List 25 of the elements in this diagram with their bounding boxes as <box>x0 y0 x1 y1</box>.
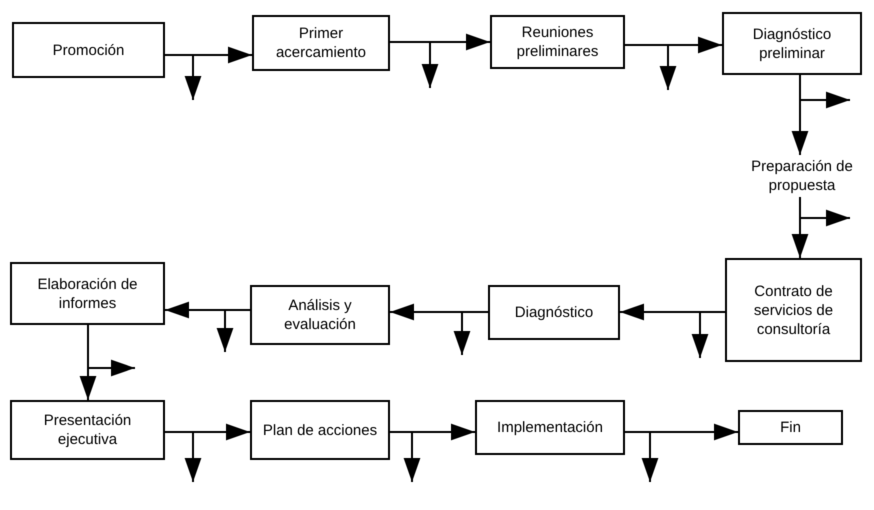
process-box: Promoción <box>12 22 165 78</box>
process-box: Implementación <box>475 400 625 455</box>
process-box: Plan de acciones <box>250 400 390 460</box>
process-box: Reuniones preliminares <box>490 15 625 69</box>
process-box: Primer acercamiento <box>252 15 390 71</box>
arrow <box>87 325 135 376</box>
process-box: Análisis y evaluación <box>250 285 390 345</box>
arrow <box>799 197 850 226</box>
arrow <box>165 431 202 482</box>
process-box: Diagnóstico preliminar <box>722 12 862 75</box>
process-box: Presentación ejecutiva <box>10 400 165 460</box>
process-box: Elaboración de informes <box>10 262 165 325</box>
arrow <box>692 311 725 358</box>
arrow <box>216 309 250 352</box>
process-box: Fin <box>738 410 843 445</box>
arrow <box>625 431 658 482</box>
arrow <box>390 431 420 482</box>
arrow <box>165 54 202 100</box>
process-box: Diagnóstico <box>488 285 620 340</box>
arrow <box>390 41 438 88</box>
arrow <box>454 311 488 355</box>
arrow <box>625 44 676 90</box>
arrow <box>799 75 850 108</box>
step-label: Preparación de propuesta <box>744 155 860 197</box>
process-box: Contrato de servicios de consultoría <box>725 258 862 362</box>
